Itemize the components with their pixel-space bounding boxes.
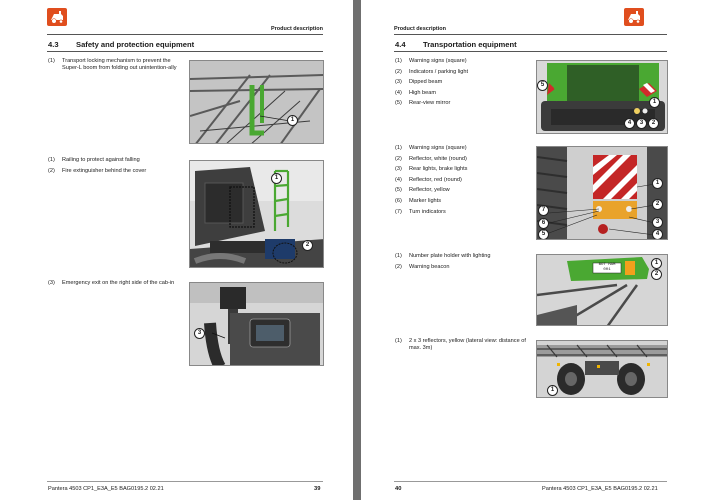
list-item: (2)Reflector, white (round) <box>395 155 467 162</box>
page-header: Product description <box>271 26 323 32</box>
list-item: (3)Emergency exit on the right side of t… <box>48 280 175 286</box>
page-header: Product description <box>394 26 446 32</box>
list-item: (2)Indicators / parking light <box>395 68 469 75</box>
list-item: (6)Marker lights <box>395 197 442 204</box>
callout-marker: 2 <box>648 118 659 129</box>
text-block-3: (3)Emergency exit on the right side of t… <box>48 280 183 291</box>
figure-front-view: 5 1 4 3 2 <box>536 60 668 134</box>
callout-marker: 4 <box>652 229 663 239</box>
list-item: (2)Fire extinguisher behind the cover <box>48 167 147 174</box>
brand-logo-icon <box>47 8 67 26</box>
list-item: (1)2 x 3 reflectors, yellow (lateral vie… <box>395 338 526 352</box>
callout-marker: 5 <box>537 80 548 91</box>
callout-marker: 1 <box>649 97 660 108</box>
callout-marker: 3 <box>652 217 663 228</box>
callout-marker: 1 <box>271 173 282 184</box>
callout-marker: 1 <box>547 385 558 396</box>
callout-marker: 2 <box>652 199 663 210</box>
text-block-3: (1)Number plate holder with lighting (2)… <box>395 253 530 274</box>
list-item: (5)Reflector, yellow <box>395 187 450 194</box>
page-number: 40 <box>395 486 402 492</box>
callout-marker: 2 <box>302 240 313 251</box>
text-block-2: (1)Warning signs (square) (2)Reflector, … <box>395 145 530 219</box>
list-item: (7)Turn indicators <box>395 208 446 215</box>
page-footer: Pantera 4503 CP1_E3A_E5 BAG0195.2 02.21 <box>542 486 658 492</box>
figure-lateral-reflectors: 1 <box>536 340 668 398</box>
callout-marker: 6 <box>538 218 549 229</box>
list-item: (4)Reflector, red (round) <box>395 176 462 183</box>
callout-marker: 1 <box>287 115 298 126</box>
list-item: (3)Dipped beam <box>395 79 443 86</box>
page-footer: Pantera 4503 CP1_E3A_E5 BAG0195.2 02.21 <box>48 486 164 492</box>
figure-cab-railing: 1 2 <box>189 160 324 268</box>
callout-marker: 5 <box>538 229 549 239</box>
list-item: (1)Warning signs (square) <box>395 58 467 64</box>
callout-marker: 7 <box>538 205 549 216</box>
figure-rear-lights: 1 2 3 4 7 6 5 <box>536 146 668 240</box>
page-gutter <box>353 0 361 500</box>
figure-transport-lock: 1 <box>189 60 324 144</box>
page-number: 39 <box>314 486 321 492</box>
callout-marker: 4 <box>624 118 635 129</box>
text-block-4: (1)2 x 3 reflectors, yellow (lateral vie… <box>395 338 535 356</box>
list-item: (3)Rear lights, brake lights <box>395 166 468 173</box>
callout-marker: 1 <box>652 178 663 189</box>
list-item: (5)Rear-view mirror <box>395 100 451 107</box>
list-item: (1)Number plate holder with lighting <box>395 253 491 259</box>
list-item: (1)Transport locking mechanism to preven… <box>48 58 177 72</box>
figure-number-plate: BOT HAM 001 1 2 <box>536 254 668 326</box>
callout-marker: 1 <box>651 258 662 269</box>
brand-logo-icon <box>624 8 644 26</box>
list-item: (2)Warning beacon <box>395 263 450 270</box>
callout-marker: 3 <box>194 328 205 339</box>
text-block-1: (1)Warning signs (square) (2)Indicators … <box>395 58 530 111</box>
callout-marker: 3 <box>636 118 647 129</box>
list-item: (1)Warning signs (square) <box>395 145 467 151</box>
list-item: (4)High beam <box>395 89 437 96</box>
text-block-2: (1)Railing to protect against falling (2… <box>48 157 183 178</box>
figure-emergency-exit: 3 <box>189 282 324 366</box>
callout-marker: 2 <box>651 269 662 280</box>
list-item: (1)Railing to protect against falling <box>48 157 140 163</box>
text-block-1: (1)Transport locking mechanism to preven… <box>48 58 183 76</box>
number-plate-label: BOT HAM 001 <box>598 263 616 272</box>
